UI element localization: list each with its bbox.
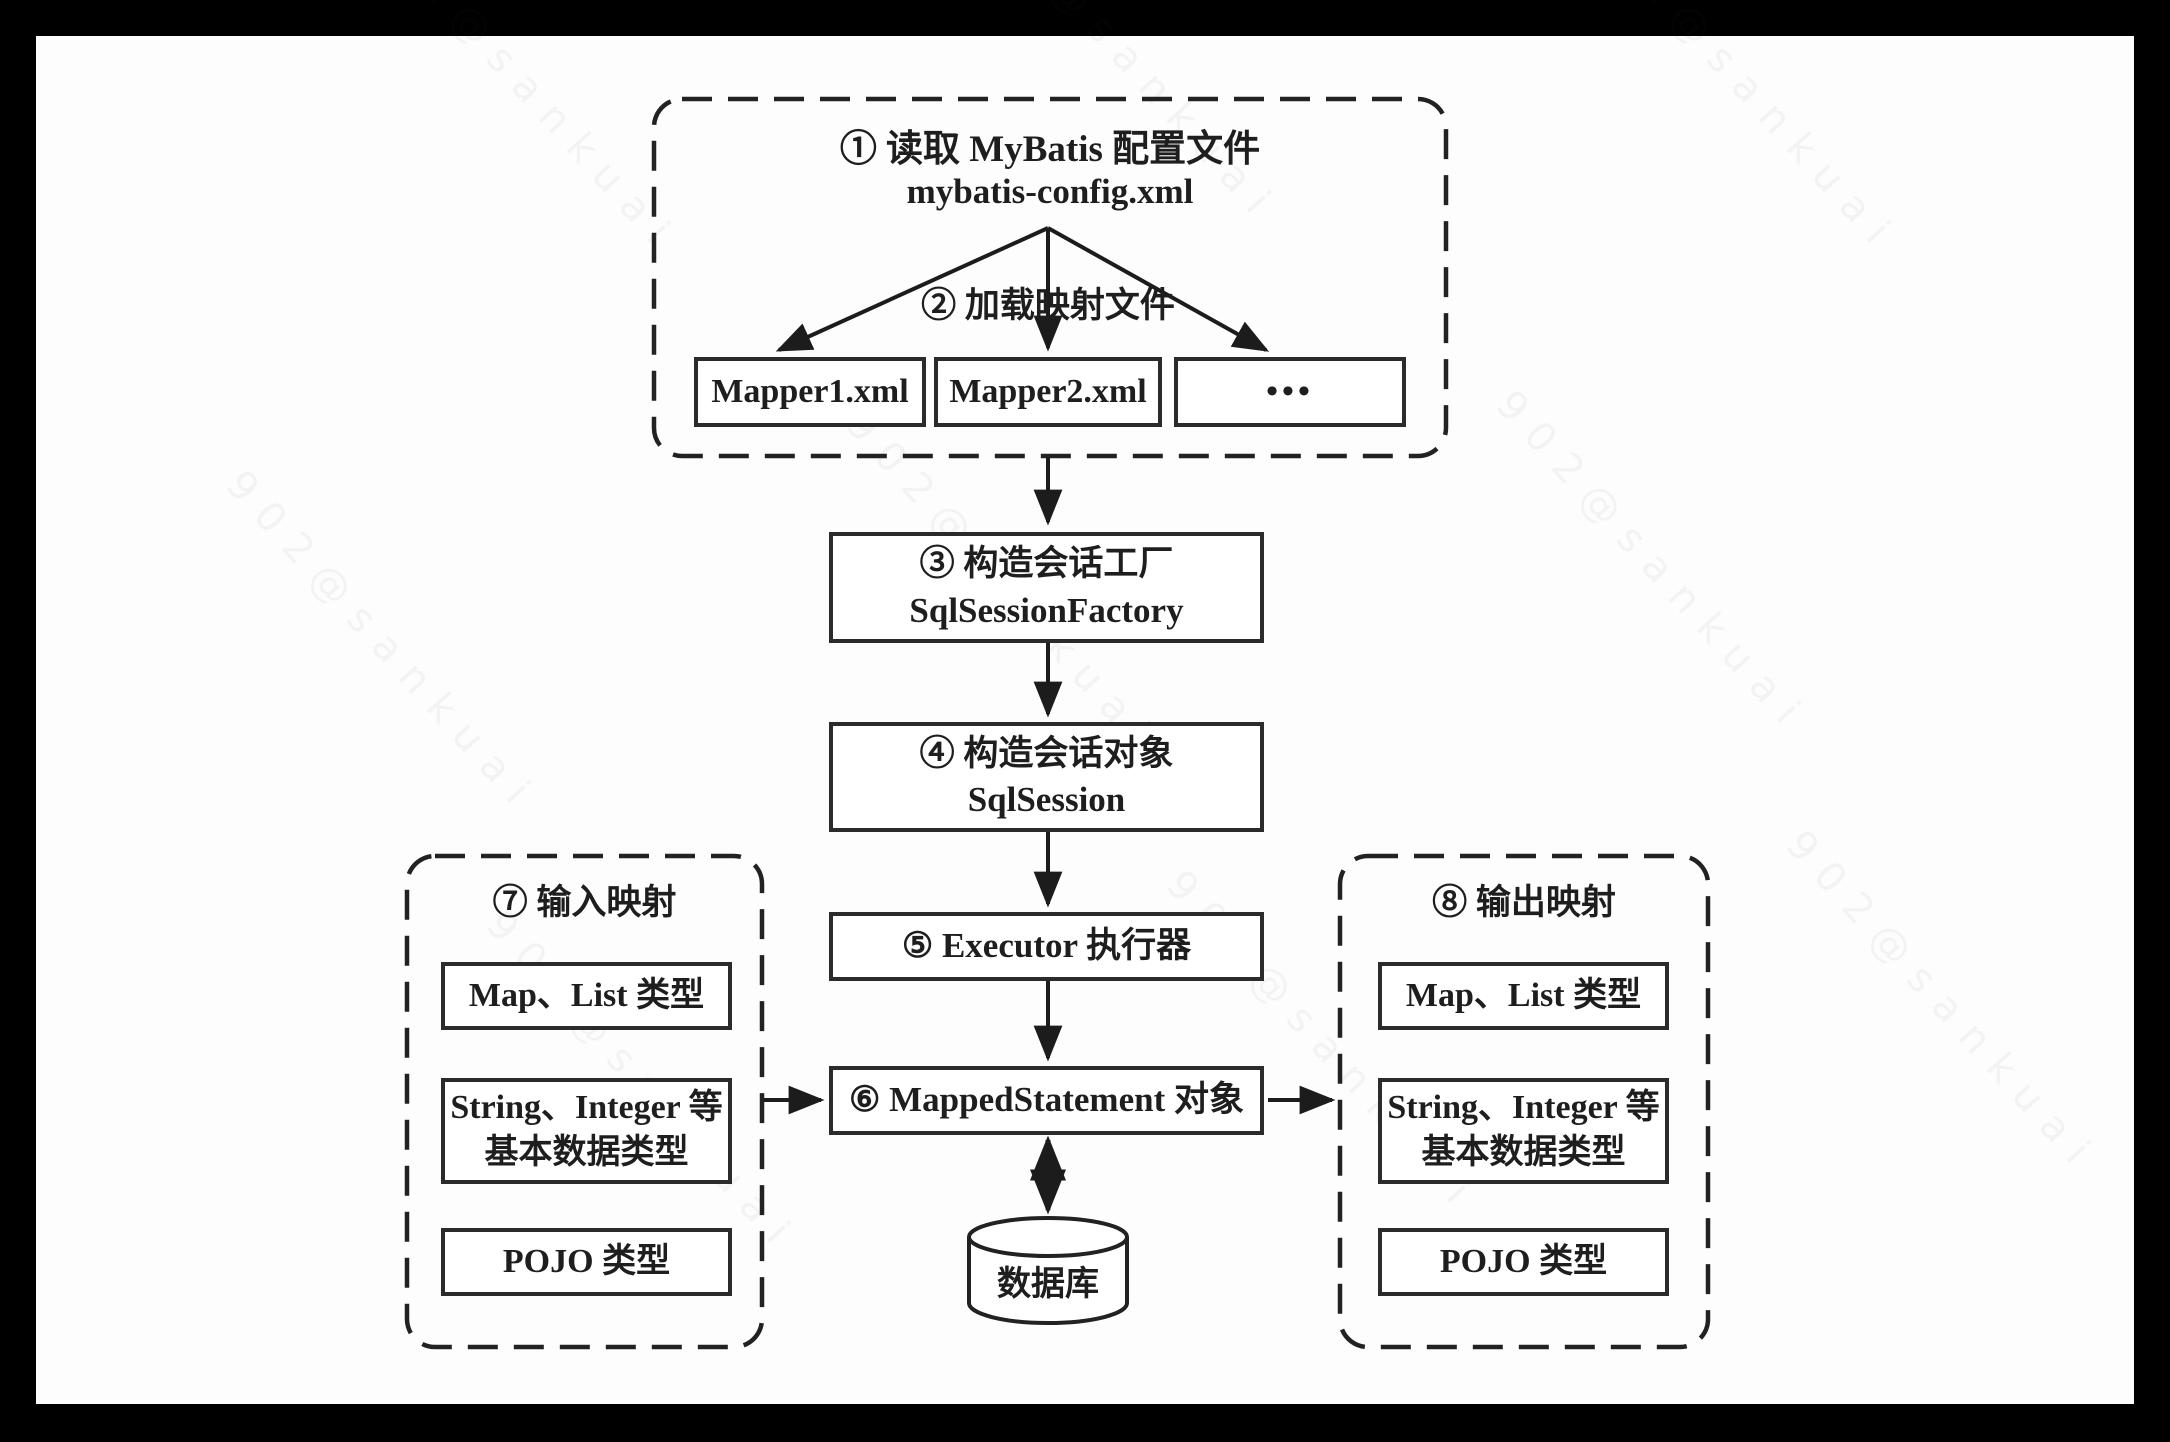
- mappedstatement-box: ⑥ MappedStatement 对象: [829, 1066, 1264, 1135]
- output-panel-border: [1337, 853, 1711, 1350]
- sqlsessionfactory-box: ③ 构造会话工厂 SqlSessionFactory: [829, 532, 1264, 643]
- sqlsession-box: ④ 构造会话对象 SqlSession: [829, 722, 1264, 832]
- arrow-config-to-mapper1: [775, 226, 1049, 352]
- mapper1-box: Mapper1.xml: [694, 357, 926, 427]
- output-map-list-box: Map、List 类型: [1378, 962, 1669, 1030]
- input-pojo-box: POJO 类型: [441, 1228, 732, 1296]
- executor-box: ⑤ Executor 执行器: [829, 912, 1264, 981]
- config-group-border: [651, 96, 1449, 459]
- output-pojo-box: POJO 类型: [1378, 1228, 1669, 1296]
- load-mappers-label: ② 加载映射文件: [921, 286, 1175, 326]
- database-cylinder: [967, 1216, 1129, 1325]
- mapper-ellipsis-box: •••: [1174, 357, 1406, 427]
- diagram-canvas: [36, 36, 2134, 1404]
- output-string-integer-box: String、Integer 等 基本数据类型: [1378, 1078, 1669, 1184]
- input-panel-border: [404, 853, 765, 1350]
- mapper2-box: Mapper2.xml: [934, 357, 1162, 427]
- output-panel-title: ⑧ 输出映射: [1432, 883, 1616, 923]
- input-panel-title: ⑦ 输入映射: [492, 883, 677, 923]
- input-map-list-box: Map、List 类型: [441, 962, 732, 1030]
- arrow-config-to-mapper3: [1047, 226, 1270, 352]
- input-string-integer-box: String、Integer 等 基本数据类型: [441, 1078, 732, 1184]
- config-title: ① 读取 MyBatis 配置文件: [839, 128, 1261, 170]
- config-filename: mybatis-config.xml: [906, 172, 1194, 212]
- database-label: 数据库: [997, 1265, 1099, 1303]
